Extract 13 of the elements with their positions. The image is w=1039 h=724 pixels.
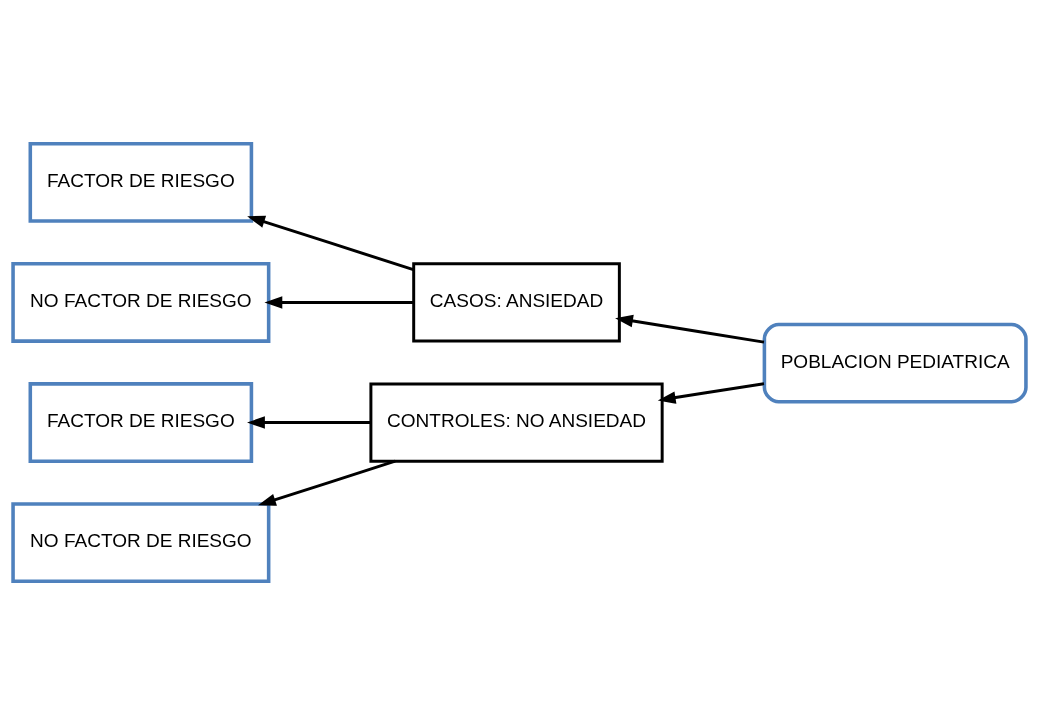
arrow (657, 381, 765, 404)
arrow (264, 295, 414, 309)
node-box: FACTOR DE RIESGO (28, 381, 254, 463)
arrow (247, 215, 414, 271)
node-box: FACTOR DE RIESGO (28, 141, 254, 223)
node-box: CONTROLES: NO ANSIEDAD (369, 381, 664, 463)
node-box: NO FACTOR DE RIESGO (11, 501, 271, 583)
arrow (247, 415, 371, 429)
node-box: NO FACTOR DE RIESGO (11, 261, 271, 343)
arrow (258, 459, 396, 506)
node-box: POBLACION PEDIATRICA (762, 322, 1028, 403)
node-box: CASOS: ANSIEDAD (412, 261, 621, 343)
arrow (615, 314, 765, 344)
